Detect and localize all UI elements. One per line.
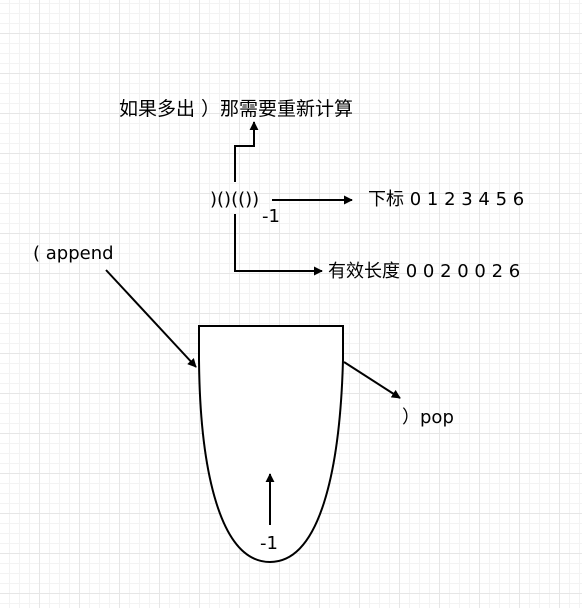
pop-label: ）pop bbox=[402, 407, 454, 428]
append-arrow bbox=[105, 269, 197, 368]
arrow-to-valid-length-label bbox=[234, 214, 323, 276]
paren-string: )()(()) bbox=[210, 189, 260, 210]
index-label: 下标 0 1 2 3 4 5 6 bbox=[368, 189, 525, 210]
minus-one-bottom: -1 bbox=[260, 533, 278, 554]
pop-arrow bbox=[343, 361, 401, 399]
stack-container bbox=[198, 325, 344, 564]
recompute-note: 如果多出 ）那需要重新计算 bbox=[119, 98, 354, 120]
append-label: ( append bbox=[33, 243, 114, 264]
arrow-to-recompute-note bbox=[234, 121, 259, 182]
minus-one-top: -1 bbox=[262, 206, 280, 227]
valid-length-label: 有效长度 0 0 2 0 0 2 6 bbox=[328, 261, 521, 282]
